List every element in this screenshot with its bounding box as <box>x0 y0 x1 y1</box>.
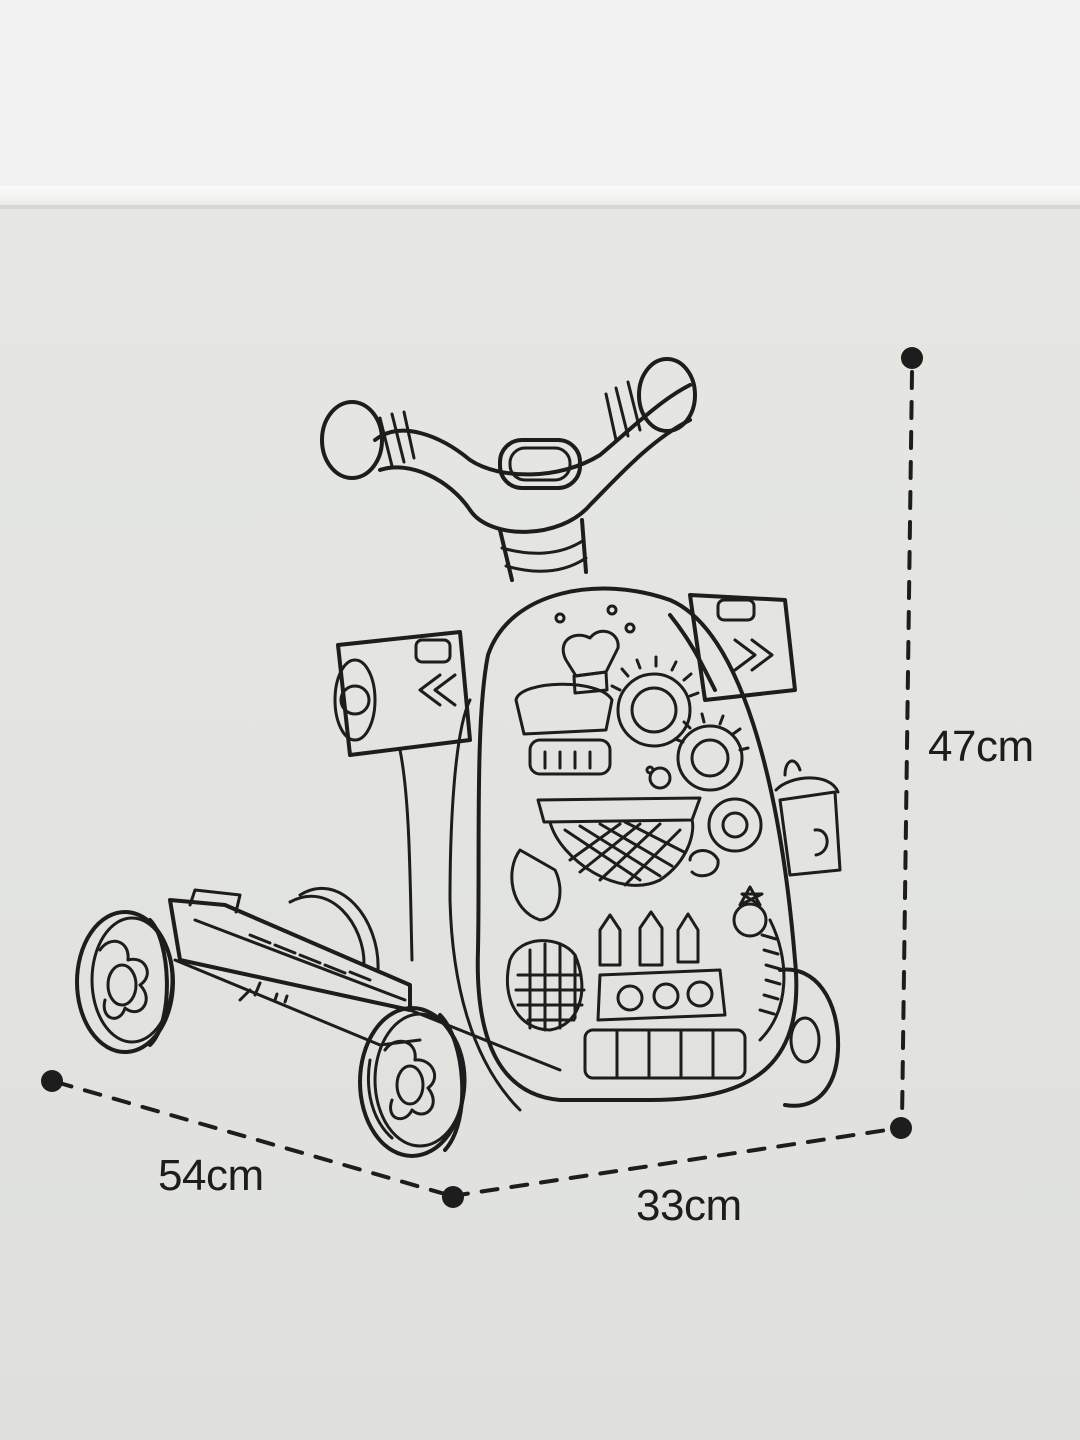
dimension-dot-icon <box>41 1070 63 1092</box>
height-dimension-label: 47cm <box>928 722 1034 771</box>
length-dimension-line <box>54 1080 454 1198</box>
packaging-fold-shadow <box>0 205 1080 209</box>
dimension-dot-icon <box>890 1117 912 1139</box>
width-dimension-label: 33cm <box>636 1181 742 1230</box>
height-dimension-line <box>900 370 914 1124</box>
dashed-dimension-line <box>54 370 914 1198</box>
length-dimension-label: 54cm <box>158 1151 264 1200</box>
baby-walker-illustration-icon <box>75 357 842 1158</box>
dimension-dot-icon <box>442 1186 464 1208</box>
width-dimension-line <box>450 1126 902 1198</box>
dimension-dot-icon <box>901 347 923 369</box>
packaging-panel <box>0 190 1080 1440</box>
